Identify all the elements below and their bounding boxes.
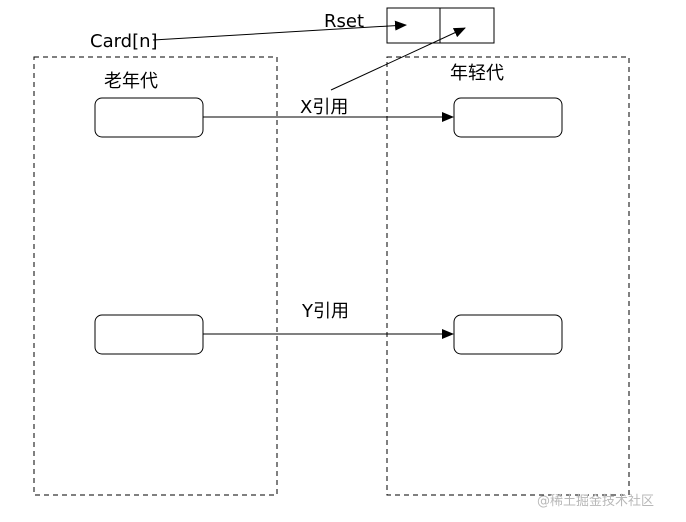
old-object-x: [94, 97, 204, 138]
old-generation-region: [33, 56, 278, 496]
card-to-rset-arrow: [152, 20, 407, 41]
watermark: @稀土掘金技术社区: [537, 493, 654, 509]
young-object-x: [453, 97, 563, 138]
x-reference-label: X引用: [300, 97, 348, 118]
old-generation-label: 老年代: [104, 71, 158, 92]
young-generation-label: 年轻代: [450, 63, 504, 84]
young-object-y: [453, 314, 563, 355]
card-label: Card[n]: [90, 31, 158, 52]
old-object-y: [94, 314, 204, 355]
rset-label: Rset: [324, 11, 364, 32]
y-reference-label: Y引用: [301, 301, 349, 322]
xref-to-rset-arrow: [330, 27, 466, 91]
young-generation-region: [386, 56, 630, 496]
rset-cell-1: [386, 7, 441, 44]
rset-cell-2: [439, 7, 495, 44]
